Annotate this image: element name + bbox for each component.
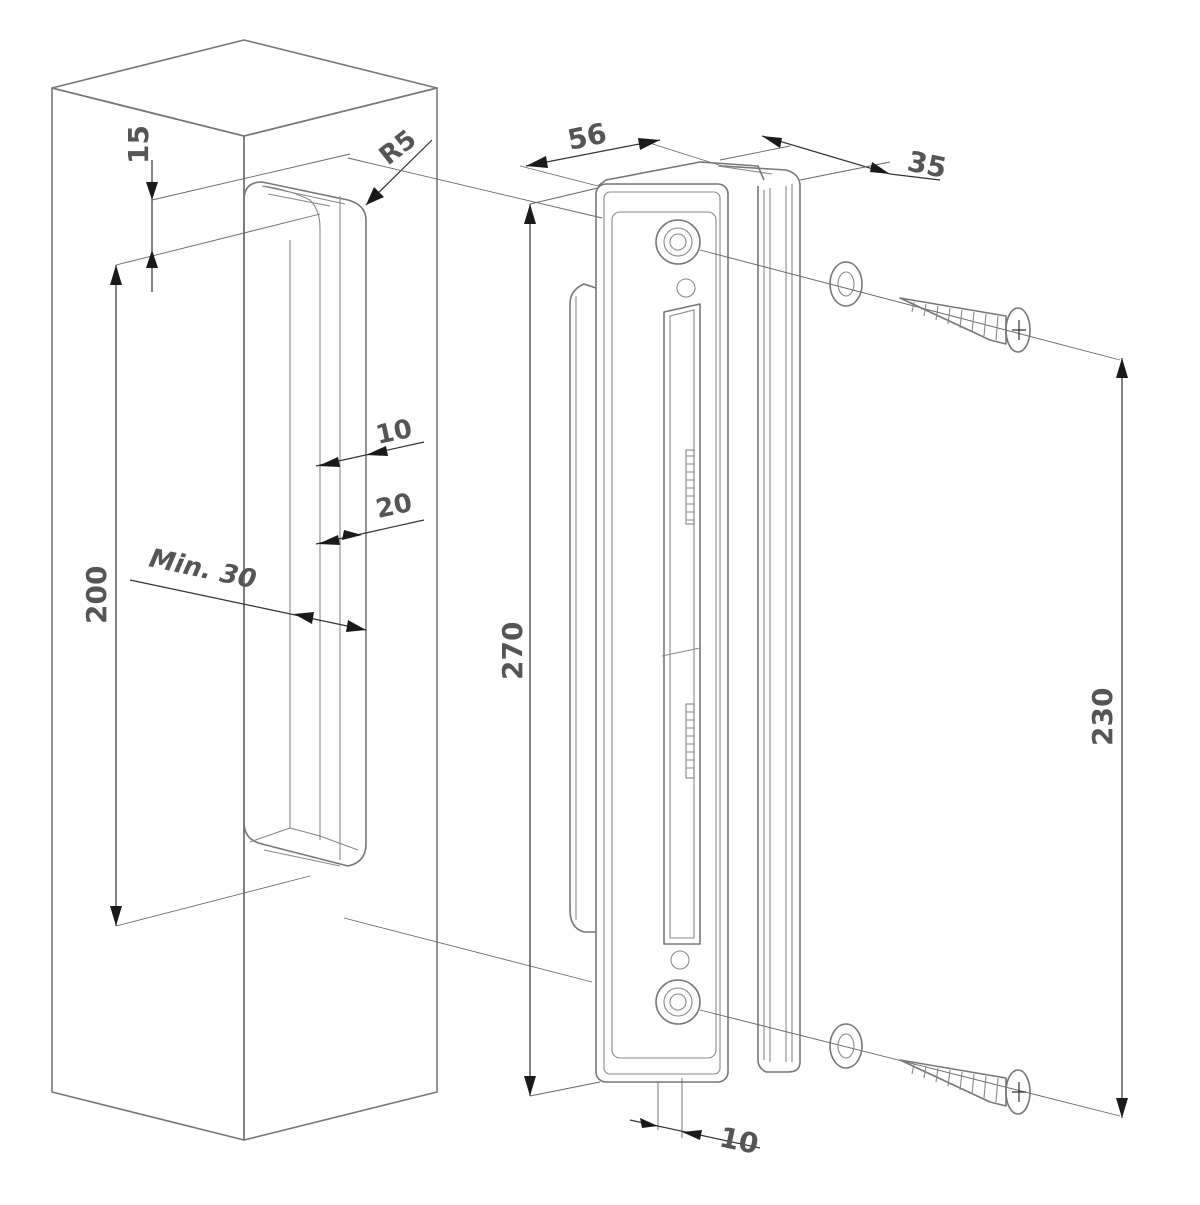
lock-keeper (569, 161, 801, 1083)
dim-200-label: 200 (80, 566, 113, 624)
dim-10-bottom-label: 10 (717, 1121, 762, 1161)
dim-230-label: 230 (1086, 688, 1119, 746)
post-dimensions: 15 R5 200 10 20 Min. 30 (80, 124, 433, 927)
top-screw-hole (655, 219, 701, 298)
top-fastener (699, 249, 1121, 361)
slot-bottom-floor (249, 827, 359, 867)
bottom-fastener (699, 1009, 1121, 1117)
slot-cutout (243, 181, 367, 867)
dim-20-label: 20 (373, 488, 415, 525)
top-screw (899, 297, 1031, 353)
plate-dimensions: 56 35 270 230 10 (496, 116, 1128, 1161)
top-washer (829, 261, 863, 307)
dim-35-label: 35 (905, 145, 950, 185)
dim-r5-label: R5 (374, 124, 423, 171)
bottom-washer (829, 1023, 863, 1069)
slot-inner-wall (263, 185, 321, 840)
alignment-lines (343, 157, 603, 983)
keeper-plate-inner-face (611, 211, 717, 1059)
dim-56-label: 56 (565, 116, 610, 156)
dim-15-label: 15 (122, 125, 155, 164)
keeper-side-flange (721, 165, 801, 1073)
dim-270-label: 270 (496, 622, 529, 680)
latch-teeth-upper (685, 449, 695, 525)
slot-top-chamfer (261, 185, 346, 207)
bottom-screw-hole (655, 950, 701, 1025)
slot-outline (243, 181, 367, 867)
dim-10-label: 10 (373, 414, 415, 451)
post-top-face (51, 39, 438, 137)
keeper-rear-tongue (569, 283, 597, 933)
keeper-front-plate (595, 183, 729, 1083)
latch-teeth-lower (685, 703, 695, 779)
bottom-screw (899, 1059, 1031, 1115)
keeper-slot-opening (663, 303, 701, 945)
keeper-top-face (597, 161, 765, 187)
